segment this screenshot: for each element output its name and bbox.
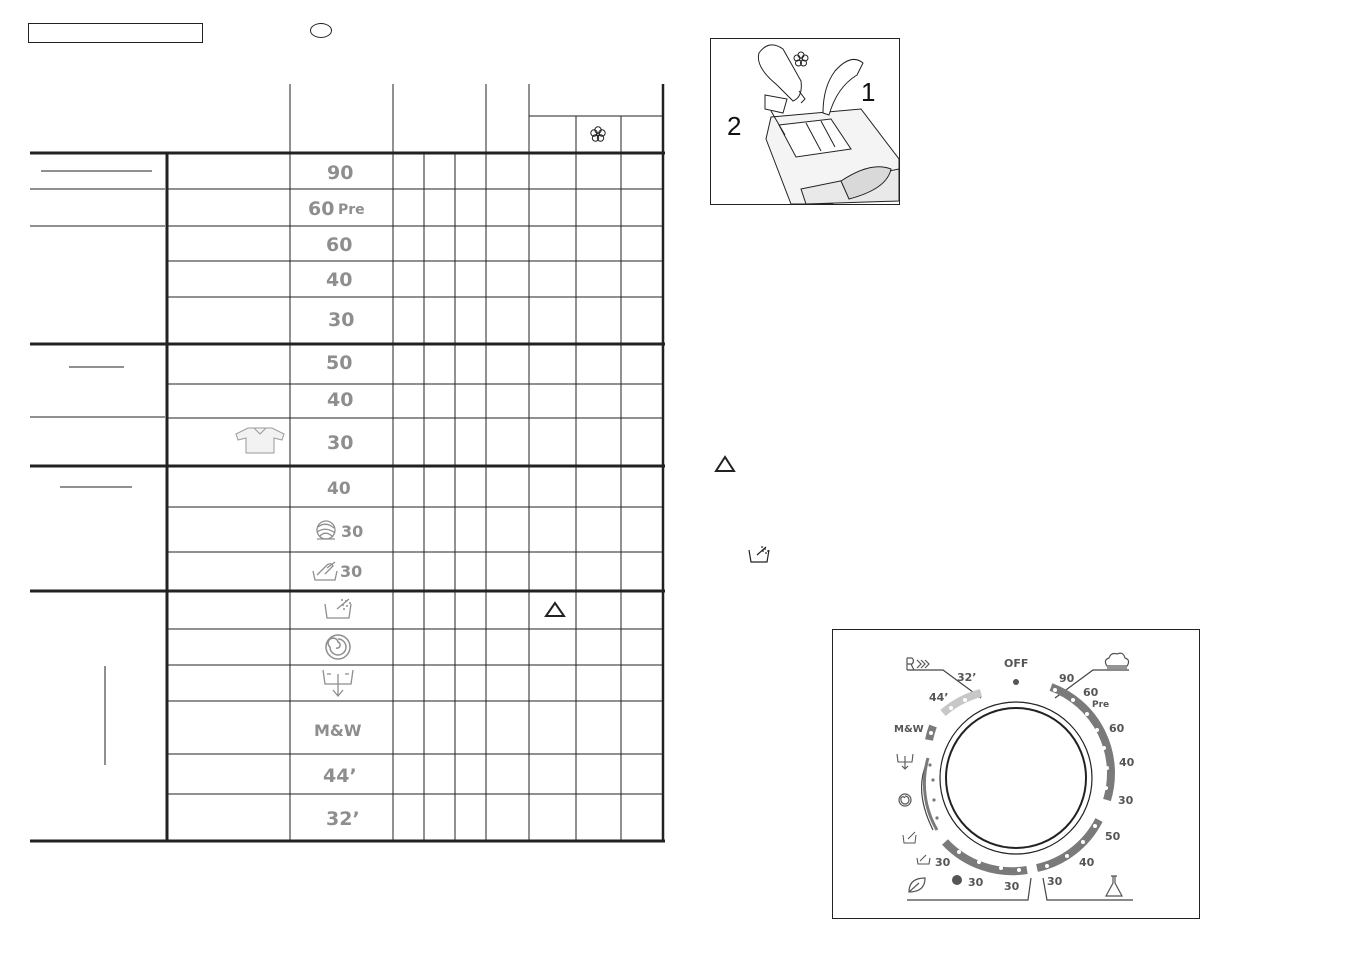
dial-label: 40 [1079,856,1095,869]
programme-label: 30 [341,522,363,541]
warning-triangle-icon [714,455,736,472]
rinse-icon [902,831,917,844]
dial-label: Pre [1092,700,1109,710]
dial-label: 90 [1059,672,1075,685]
programme-label: 40 [327,389,353,411]
dial-label: 30 [968,876,984,889]
dial-label: 60 [1109,722,1125,735]
dial-label: M&W [894,724,924,735]
handwash-icon [916,854,931,865]
rinse-shower-icon [324,598,352,619]
drain-icon [322,669,354,698]
dial-illustration: OFF 32’ 44’ M&W 30 30 30 40 90 60 Pre 60… [894,652,1135,901]
programme-label: 30 [327,432,353,454]
programme-label: M&W [314,721,362,740]
eco-leaf-icon [908,877,926,893]
programme-label: 50 [326,352,352,374]
shirt-icon [235,427,285,454]
spin-icon [325,634,351,660]
programme-label: 44’ [323,765,357,787]
programme-label: 40 [326,269,352,291]
wool-icon [952,875,962,885]
dial-label: 30 [935,856,951,869]
dial-label: 32’ [957,671,977,684]
programme-label: 30 [340,562,362,581]
detergent-drawer-diagram: 1 2 [710,38,900,205]
dial-label: 30 [1004,880,1020,893]
rapid-icon [906,657,930,671]
handwash-icon [312,561,338,581]
dial-off-label: OFF [1004,657,1028,670]
programme-label: 40 [327,479,351,499]
softener-flower-icon [590,126,606,142]
programme-table: 90 60 Pre 60 40 30 50 40 30 40 30 30 M&W… [30,84,665,843]
drawer-illustration: 1 2 [727,44,900,205]
dial-label: 40 [1119,756,1135,769]
warning-triangle-icon [544,601,566,617]
programme-label: 60 [326,234,352,256]
language-badge [310,23,332,38]
dial-label: 50 [1105,830,1121,843]
dial-label: 30 [1047,875,1063,888]
dial-label: 30 [1118,794,1134,807]
lab-flask-icon [1104,875,1124,897]
dial-label: 60 [1083,686,1099,699]
compartment-label-2: 2 [727,111,741,141]
spin-icon [898,793,912,807]
programme-label: 30 [328,309,354,331]
compartment-label-1: 1 [861,77,875,107]
programme-label-suffix: Pre [338,202,365,218]
softener-flower-icon [793,51,809,67]
wool-icon [316,520,336,540]
programme-label: 90 [327,162,353,184]
cotton-icon [1104,652,1130,669]
dial-label: 44’ [929,691,949,704]
drain-icon [896,753,914,770]
detergent-bottle-icon [757,44,802,102]
programme-label: 60 [308,198,334,220]
programme-dial-diagram: OFF 32’ 44’ M&W 30 30 30 40 90 60 Pre 60… [832,629,1200,919]
title-box [28,23,203,43]
programme-label: 32’ [326,808,360,830]
rinse-shower-icon [748,546,770,563]
